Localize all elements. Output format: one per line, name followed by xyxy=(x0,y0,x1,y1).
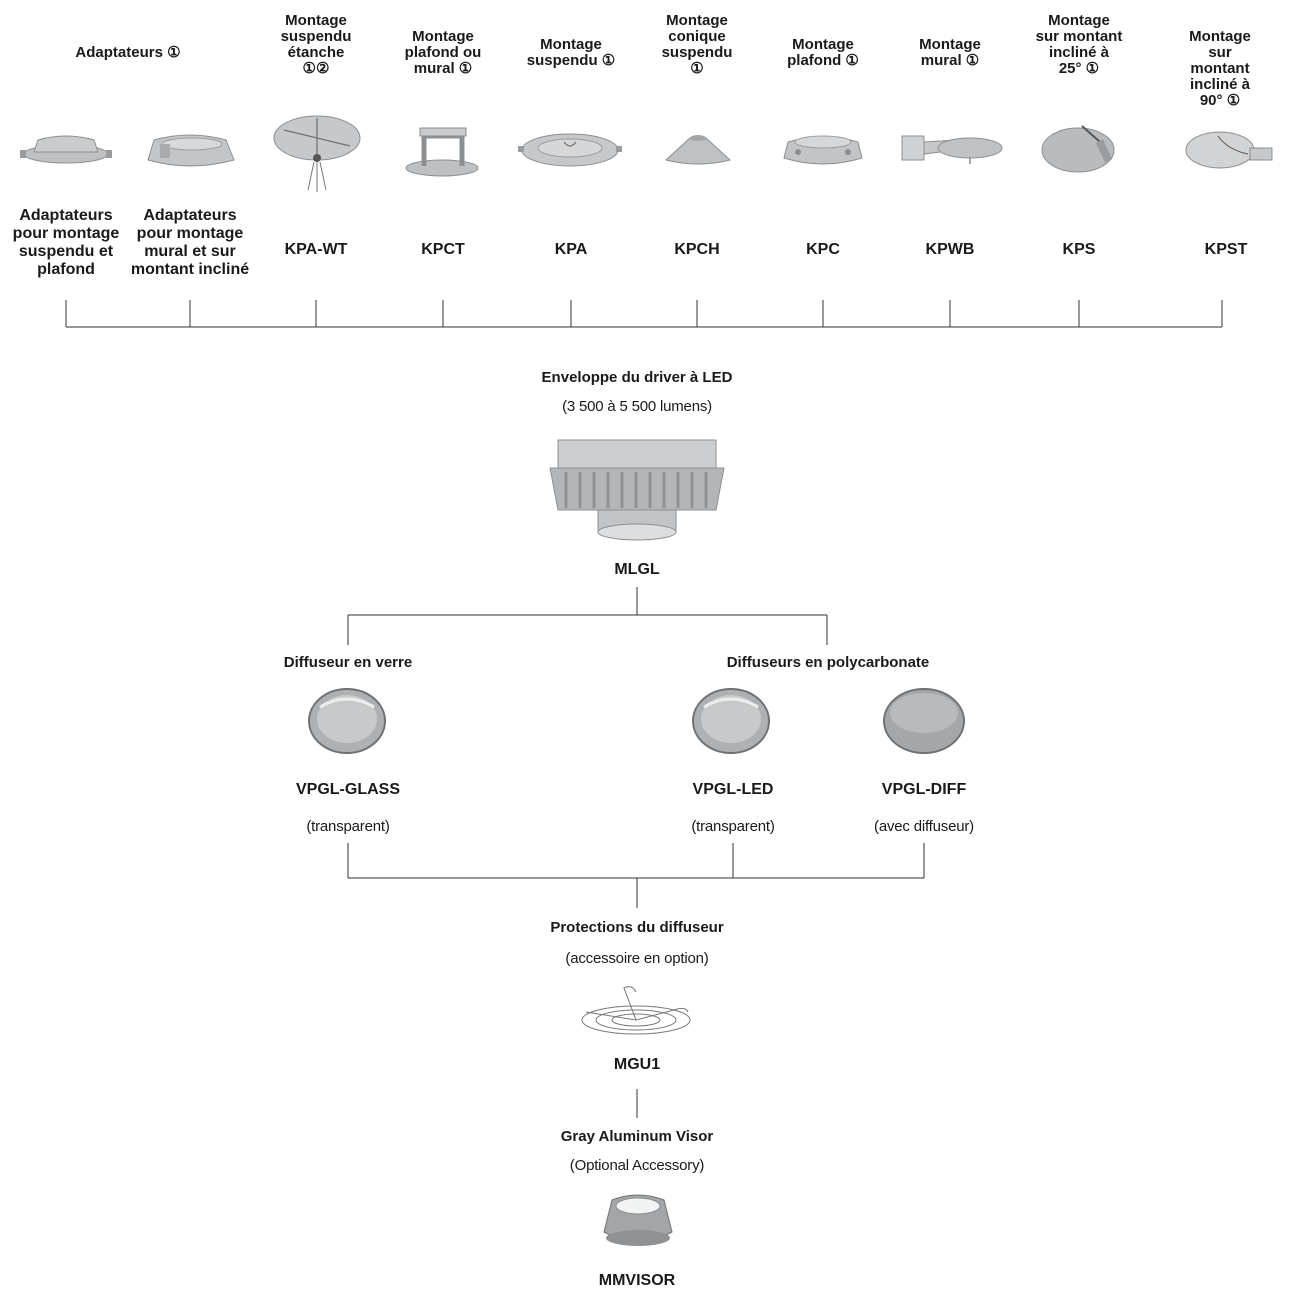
guards-subtitle: (accessoire en option) xyxy=(565,950,709,967)
code-adapter-wall: Adaptateurs pour montage mural et sur mo… xyxy=(130,207,250,278)
kps-image xyxy=(1041,125,1115,173)
header-montage-montant-90: Montage sur montant incliné à 90° ① xyxy=(1189,28,1251,109)
code-vpgl-glass: VPGL-GLASS xyxy=(295,781,401,798)
header-montage-conique-suspendu: Montage conique suspendu ① xyxy=(661,12,733,77)
glass-diffuser-title: Diffuseur en verre xyxy=(283,654,413,671)
header-montage-suspendu-etanche: Montage suspendu étanche ①② xyxy=(280,12,352,77)
kpa-image xyxy=(518,133,622,167)
header-montage-plafond-ou-mural: Montage plafond ou mural ① xyxy=(404,28,482,77)
adapter-wall-image xyxy=(147,134,235,167)
housing-title: Enveloppe du driver à LED xyxy=(541,369,733,386)
note-vpgl-led: (transparent) xyxy=(691,818,775,835)
code-adapter-suspended: Adaptateurs pour montage suspendu et pla… xyxy=(12,207,120,278)
code-vpgl-led: VPGL-LED xyxy=(692,781,774,798)
housing-subtitle: (3 500 à 5 500 lumens) xyxy=(562,398,712,415)
code-kpa-wt: KPA-WT xyxy=(284,241,348,258)
code-mgu1: MGU1 xyxy=(613,1056,661,1073)
mgu1-guard-image xyxy=(581,986,691,1035)
note-vpgl-glass: (transparent) xyxy=(306,818,390,835)
header-montage-plafond: Montage plafond ① xyxy=(787,36,859,69)
code-vpgl-diff: VPGL-DIFF xyxy=(881,781,967,798)
header-montage-suspendu: Montage suspendu ① xyxy=(526,36,616,69)
kpst-image xyxy=(1185,131,1273,169)
code-kpa: KPA xyxy=(554,241,588,258)
adapter-suspended-image xyxy=(20,135,112,164)
code-kpwb: KPWB xyxy=(925,241,975,258)
kpct-image xyxy=(405,127,479,177)
code-kpst: KPST xyxy=(1204,241,1248,258)
kpa-wt-image xyxy=(273,115,361,192)
header-montage-mural: Montage mural ① xyxy=(919,36,981,69)
header-montage-montant-25: Montage sur montant incliné à 25° ① xyxy=(1035,12,1123,77)
header-adaptateurs: Adaptateurs ① xyxy=(75,44,181,61)
code-kpc: KPC xyxy=(806,241,840,258)
kpc-image xyxy=(783,135,863,165)
vpgl-led-image xyxy=(692,688,770,754)
guards-title: Protections du diffuseur xyxy=(550,919,724,936)
kpch-image xyxy=(664,135,732,165)
code-mlgl: MLGL xyxy=(614,561,660,578)
code-kpct: KPCT xyxy=(421,241,465,258)
code-kps: KPS xyxy=(1062,241,1096,258)
visor-subtitle: (Optional Accessory) xyxy=(569,1157,705,1174)
code-kpch: KPCH xyxy=(674,241,720,258)
code-mmvisor: MMVISOR xyxy=(598,1272,676,1289)
note-vpgl-diff: (avec diffuseur) xyxy=(874,818,974,835)
mlgl-housing-image xyxy=(549,439,725,541)
mmvisor-image xyxy=(603,1194,673,1246)
poly-diffusers-title: Diffuseurs en polycarbonate xyxy=(726,654,930,671)
kpwb-image xyxy=(901,135,1003,164)
visor-title: Gray Aluminum Visor xyxy=(560,1128,714,1145)
vpgl-glass-image xyxy=(308,688,386,754)
vpgl-diff-image xyxy=(883,688,965,754)
